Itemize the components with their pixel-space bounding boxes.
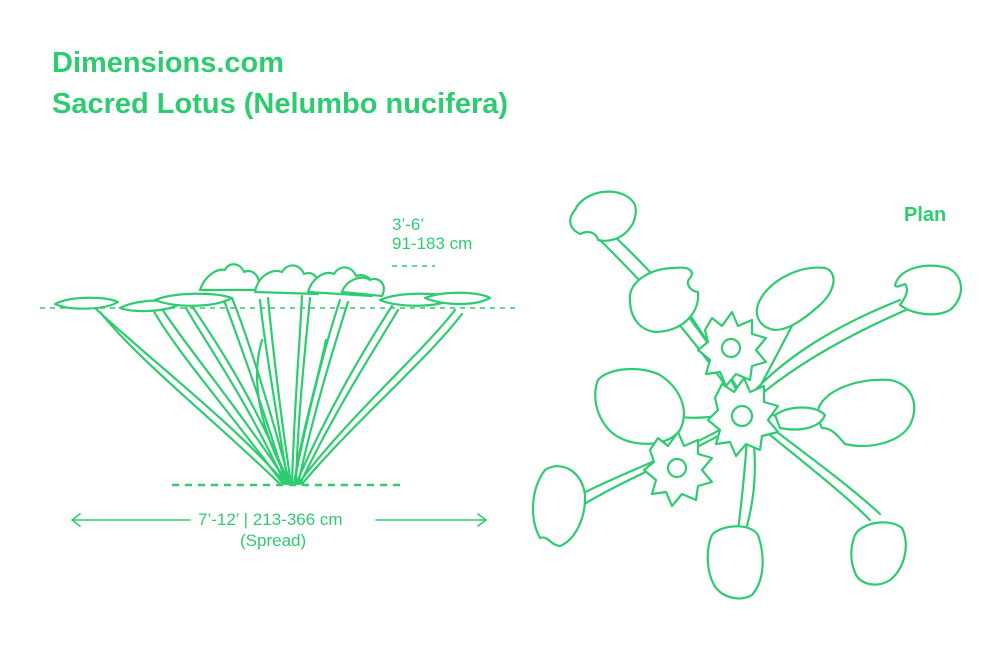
plan-view [531, 190, 963, 600]
spread-dimension-label: 7’-12’ | 213-366 cm [198, 510, 343, 529]
plan-flowers [642, 310, 780, 508]
spread-dimension-arrow [71, 513, 487, 527]
elevation-flowers [198, 263, 385, 298]
height-imperial-label: 3’-6’ [392, 215, 425, 234]
site-title: Dimensions.com [52, 47, 285, 79]
height-metric-label: 91-183 cm [392, 234, 473, 253]
elevation-pads [53, 291, 492, 313]
spread-note-label: (Spread) [240, 531, 307, 550]
elevation-stems [93, 294, 464, 486]
plan-pads [531, 190, 963, 600]
arrow-left-icon [71, 513, 81, 527]
plan-view-label: Plan [904, 204, 947, 226]
arrow-right-icon [477, 513, 487, 527]
elevation-view [40, 263, 520, 487]
plant-title: Sacred Lotus (Nelumbo nucifera) [52, 88, 509, 120]
